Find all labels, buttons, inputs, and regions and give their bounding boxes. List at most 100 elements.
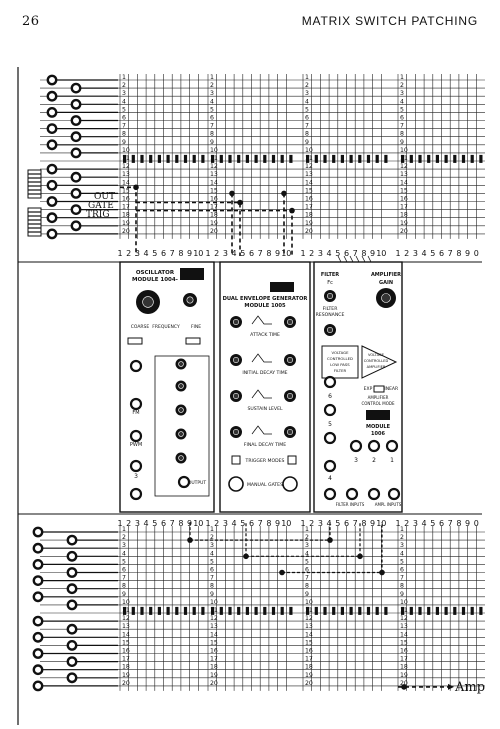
output-frame — [154, 355, 210, 497]
jack-socket — [32, 680, 44, 692]
row-number-label: 9 — [400, 139, 404, 146]
column-number-label: 9 — [370, 519, 375, 528]
jack-socket — [66, 656, 78, 667]
switch-tab — [435, 606, 439, 615]
knob-cap — [286, 356, 293, 363]
column-number-label: 4 — [327, 249, 332, 258]
trigger-switch — [231, 455, 241, 465]
switch-tab — [140, 154, 144, 163]
row-number-label: 6 — [210, 115, 214, 122]
row-number-label: 7 — [305, 123, 309, 130]
jack-socket — [32, 559, 44, 570]
row-number-label: 8 — [210, 131, 214, 138]
column-number-label: 4 — [422, 249, 427, 258]
row-number-label: 4 — [210, 550, 214, 557]
switch-tab — [427, 606, 431, 615]
column-number-label: 3 — [135, 249, 140, 258]
row-number-label: 4 — [305, 98, 309, 105]
vcf-block-label: FILTER — [334, 368, 347, 373]
column-number-label: 7 — [258, 519, 263, 528]
row-number-label: 2 — [210, 82, 214, 89]
switch-tab — [201, 154, 205, 163]
row-number-label: 19 — [122, 672, 130, 679]
patch-pin — [281, 190, 287, 197]
logo-block — [180, 268, 204, 280]
jack-socket — [70, 82, 82, 94]
vcf-block-label: CONTROLLED — [327, 356, 353, 361]
switch-tab — [444, 606, 448, 615]
column-number-label: 2 — [309, 249, 314, 258]
jack-socket — [70, 220, 82, 232]
row-number-label: 15 — [400, 639, 408, 646]
row-number-label: 6 — [122, 115, 126, 122]
switch-tab — [271, 606, 276, 615]
switch-tab — [479, 606, 483, 615]
jack-socket — [385, 439, 399, 453]
column-number-label: 2 — [309, 519, 314, 528]
row-number-label: 5 — [210, 106, 214, 113]
row-number-label: 1 — [210, 74, 214, 81]
row-number-label: 1 — [400, 526, 404, 533]
switch-tab — [228, 606, 232, 615]
jack-socket — [32, 575, 44, 586]
row-number-label: 18 — [400, 212, 408, 219]
jack-socket — [66, 567, 78, 578]
column-number-label: 7 — [448, 519, 453, 528]
switch-tab — [219, 606, 223, 615]
row-number-label: 2 — [210, 534, 214, 541]
column-number-label: 9 — [275, 519, 280, 528]
switch-tab — [245, 154, 249, 163]
row-number-label: 3 — [400, 542, 404, 549]
knob-cap — [186, 296, 194, 304]
resonance-label: RESONANCE — [316, 312, 345, 318]
row-number-label: 10 — [122, 599, 130, 606]
fm-label: FM — [132, 410, 139, 416]
jack-5-label: 5 — [328, 421, 332, 428]
row-number-label: 1 — [122, 526, 126, 533]
row-number-label: 18 — [210, 212, 218, 219]
jack-socket — [46, 107, 58, 118]
row-number-label: 15 — [210, 187, 218, 194]
switch-tab — [263, 606, 267, 615]
row-number-label: 15 — [210, 639, 218, 646]
module-label: MODULE — [366, 424, 391, 430]
column-number-label: 1 — [395, 519, 400, 528]
row-number-label: 16 — [210, 648, 218, 655]
knob-cap — [178, 407, 184, 413]
knob-cap — [326, 292, 333, 299]
patch-pin — [357, 553, 363, 560]
column-number-label: 10 — [281, 249, 291, 258]
switch-tab — [340, 606, 344, 615]
jack-socket — [323, 403, 337, 417]
row-number-label: 3 — [122, 90, 126, 97]
row-number-label: 7 — [210, 575, 214, 582]
knob-cap — [286, 392, 293, 399]
patch-pin — [133, 184, 139, 191]
row-number-label: 6 — [400, 115, 404, 122]
jack-socket — [66, 640, 78, 651]
row-number-label: 4 — [122, 98, 126, 105]
trigger-modes-label: TRIGGER MODES — [245, 458, 285, 464]
jack-socket — [66, 599, 78, 611]
switch-tab — [401, 606, 405, 615]
row-number-label: 16 — [305, 196, 313, 203]
switch-tab — [314, 154, 318, 163]
jack-socket — [367, 439, 381, 453]
column-number-label: 10 — [193, 519, 203, 528]
column-number-label: 1 — [205, 249, 210, 258]
column-number-label: 9 — [187, 519, 192, 528]
switch-tab — [418, 606, 422, 615]
column-number-label: 2 — [214, 519, 219, 528]
filter-label: FILTER — [321, 272, 339, 278]
row-number-label: 15 — [305, 187, 313, 194]
amp-label: Amp — [454, 680, 485, 695]
row-number-label: 1 — [400, 74, 404, 81]
column-number-label: 6 — [161, 519, 166, 528]
jack-socket — [70, 147, 82, 159]
filter-amplifier-module: FILTERFcAMPLIFIERGAINFILTERRESONANCEVOLT… — [313, 261, 403, 513]
switch-tab — [166, 154, 170, 163]
jack-socket — [70, 204, 82, 216]
column-number-label: 7 — [448, 249, 453, 258]
keyboard-icon — [27, 169, 42, 237]
row-number-label: 15 — [122, 639, 130, 646]
